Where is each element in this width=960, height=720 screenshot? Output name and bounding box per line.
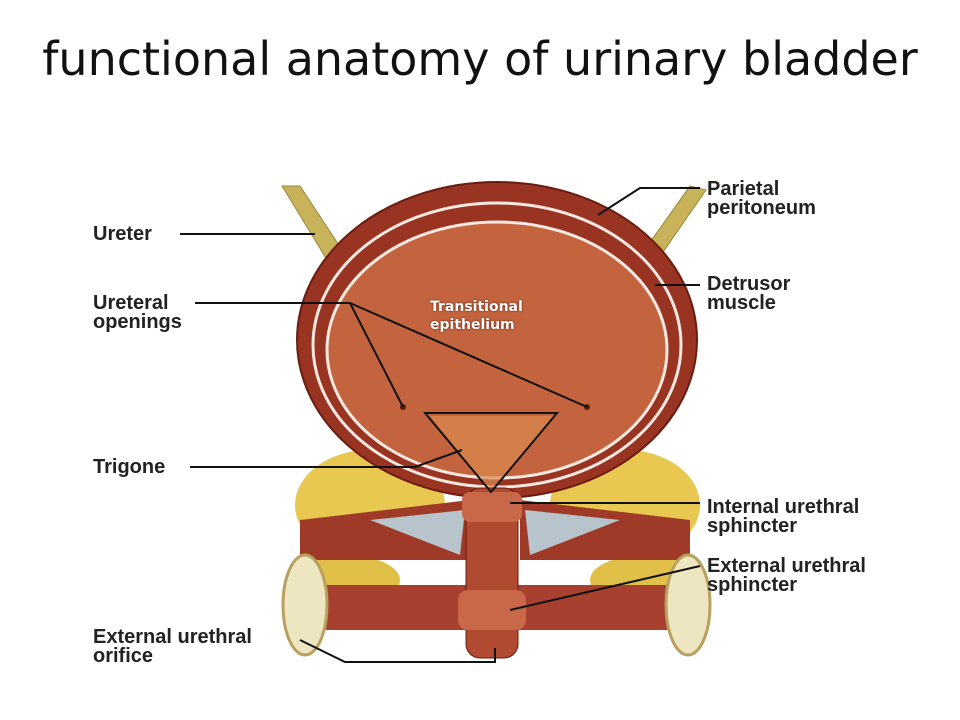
label-line: orifice (93, 645, 154, 667)
parietal-peritoneum-label: Parietal peritoneum (707, 178, 816, 219)
internal-sphincter-band (462, 492, 522, 522)
right-pubic-bone (664, 553, 712, 657)
trigone-region (430, 416, 555, 492)
left-pubic-bone (281, 553, 329, 657)
external-urethral-sphincter-label: External urethral sphincter (707, 555, 866, 596)
ureteral-openings-label: Ureteral openings (93, 292, 182, 333)
bladder-wall-layer (311, 201, 683, 489)
leader-lines (180, 187, 701, 663)
label-line: sphincter (707, 515, 798, 537)
label-line: Internal urethral (707, 496, 860, 518)
label-line: Ureteral (93, 292, 169, 314)
label-line: epithelium (430, 317, 515, 333)
trigone-label: Trigone (93, 456, 166, 478)
detrusor-muscle-label: Detrusor muscle (707, 273, 791, 314)
left-fascia (370, 510, 465, 555)
label-line: External urethral (707, 555, 866, 577)
external-urethral-orifice-label: External urethral orifice (93, 626, 252, 667)
label-line: Parietal (707, 178, 780, 200)
label-line: Transitional (430, 299, 523, 315)
internal-urethral-sphincter-label: Internal urethral sphincter (707, 496, 860, 537)
label-line: openings (93, 311, 182, 333)
right-fascia (525, 510, 620, 555)
ureter-label: Ureter (93, 223, 152, 245)
label-line: peritoneum (707, 197, 816, 219)
transitional-epithelium-label: Transitional epithelium (430, 298, 523, 334)
slide-title: functional anatomy of urinary bladder (42, 32, 918, 86)
external-sphincter-band (458, 590, 526, 630)
label-line: Detrusor (707, 273, 791, 295)
label-line: External urethral (93, 626, 252, 648)
label-line: muscle (707, 292, 776, 314)
label-line: sphincter (707, 574, 798, 596)
